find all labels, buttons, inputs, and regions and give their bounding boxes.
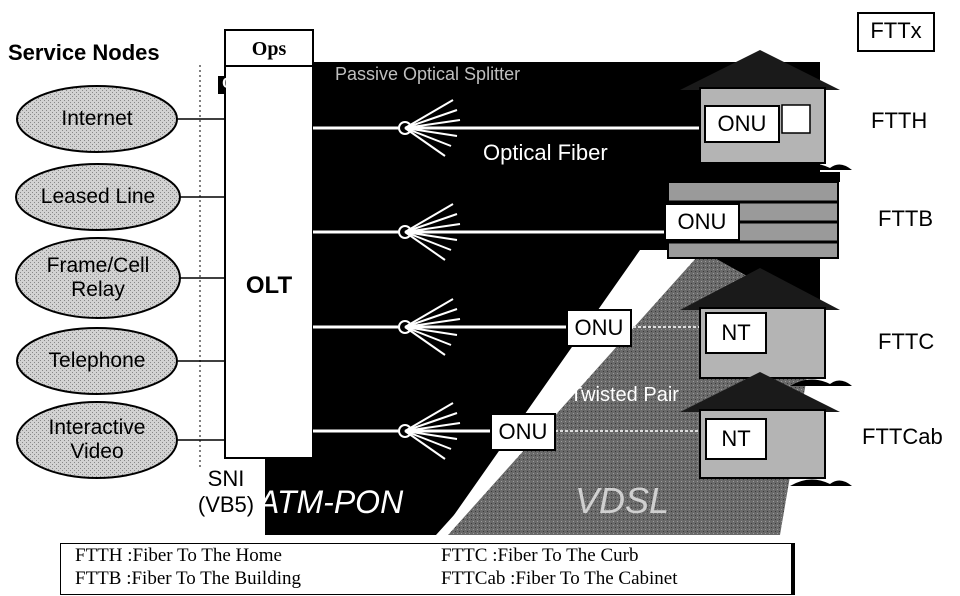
fttx-corner-box: FTTx — [857, 12, 935, 52]
node-connectors — [178, 118, 225, 441]
legend-box: FTTH :Fiber To The Home FTTB :Fiber To T… — [60, 543, 795, 595]
nt-fttcab: NT — [705, 418, 767, 460]
node-frame-cell-label: Frame/Cell — [46, 254, 150, 277]
onu-fttcab: ONU — [490, 413, 556, 451]
splitter-fans — [398, 99, 461, 460]
node-interactive-label: Interactive — [48, 416, 146, 439]
twisted-pair-lines — [550, 326, 705, 432]
service-nodes-title: Service Nodes — [8, 40, 160, 65]
onu-ftth: ONU — [704, 105, 780, 143]
nt-fttc: NT — [705, 312, 767, 354]
q3-label: Q3 — [222, 75, 243, 92]
node-telephone-label: Telephone — [48, 349, 146, 372]
node-video-label: Video — [70, 440, 124, 463]
node-frame-cell-relay: Frame/Cell Relay — [16, 254, 180, 302]
node-internet: Internet — [17, 107, 177, 131]
legend-fttb: FTTB :Fiber To The Building — [75, 568, 301, 589]
atm-pon-label: ATM-PON — [258, 484, 404, 520]
node-leased-line: Leased Line — [16, 185, 180, 209]
onu-fttb: ONU — [664, 203, 740, 241]
sni-label: SNI — [207, 466, 245, 491]
vdsl-label: VDSL — [575, 480, 670, 521]
ops-box — [224, 29, 314, 67]
node-interactive-video: Interactive Video — [17, 416, 177, 464]
node-leased-line-label: Leased Line — [40, 185, 156, 208]
service-node-shapes — [15, 85, 181, 479]
vb5-label: (VB5) — [197, 492, 255, 517]
label-fttb: FTTB — [878, 206, 933, 231]
twisted-pair-label: Twisted Pair — [570, 384, 679, 406]
legend-fttcab: FTTCab :Fiber To The Cabinet — [441, 568, 678, 589]
diagonal-band — [436, 248, 705, 535]
optical-fiber-label: Optical Fiber — [483, 140, 608, 165]
ops-label: Ops — [251, 38, 287, 60]
legend-fttc: FTTC :Fiber To The Curb — [441, 545, 639, 566]
node-relay-label: Relay — [71, 278, 125, 301]
onu-fttc: ONU — [566, 309, 632, 347]
label-ftth: FTTH — [871, 108, 928, 133]
olt-box — [224, 65, 314, 459]
node-telephone: Telephone — [17, 349, 177, 373]
node-internet-label: Internet — [61, 107, 133, 130]
legend-ftth: FTTH :Fiber To The Home — [75, 545, 282, 566]
splitter-strip — [275, 64, 695, 86]
label-fttc: FTTC — [878, 329, 935, 354]
olt-label: OLT — [245, 272, 293, 299]
splitter-label: Passive Optical Splitter — [335, 64, 521, 84]
label-fttcab: FTTCab — [862, 424, 943, 449]
